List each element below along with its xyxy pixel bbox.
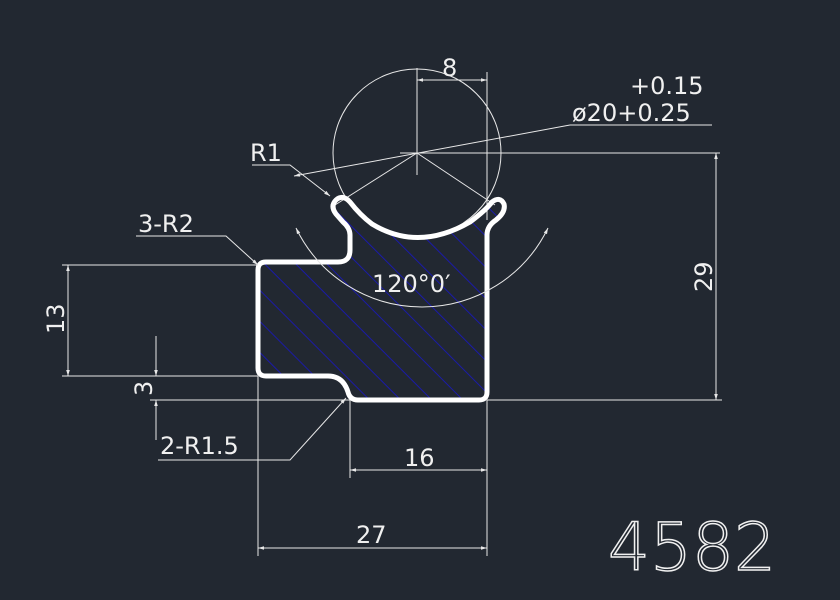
r2-leader — [136, 235, 259, 266]
r2-label: 3-R2 — [138, 210, 194, 238]
dim-27: 27 — [356, 521, 387, 549]
r1-label: R1 — [250, 139, 282, 167]
angle-ray — [416, 152, 496, 206]
diameter-label: ø20+0.25 — [572, 99, 691, 127]
angle-arc — [295, 227, 549, 308]
diameter-leader — [293, 124, 571, 177]
tolerance-upper: +0.15 — [630, 72, 704, 100]
dim-16: 16 — [404, 444, 435, 472]
dim-3: 3 — [130, 381, 158, 396]
profile-outline — [255, 194, 507, 403]
angle-label: 120°0′ — [372, 270, 451, 298]
r1-leader — [252, 164, 331, 197]
dim-8: 8 — [442, 54, 457, 82]
angle-ray — [334, 152, 418, 206]
r15-leader — [158, 397, 347, 461]
part-number: 4582 — [608, 509, 776, 586]
dim-13: 13 — [42, 303, 70, 334]
r15-label: 2-R1.5 — [160, 432, 239, 460]
dim-29: 29 — [690, 261, 718, 292]
